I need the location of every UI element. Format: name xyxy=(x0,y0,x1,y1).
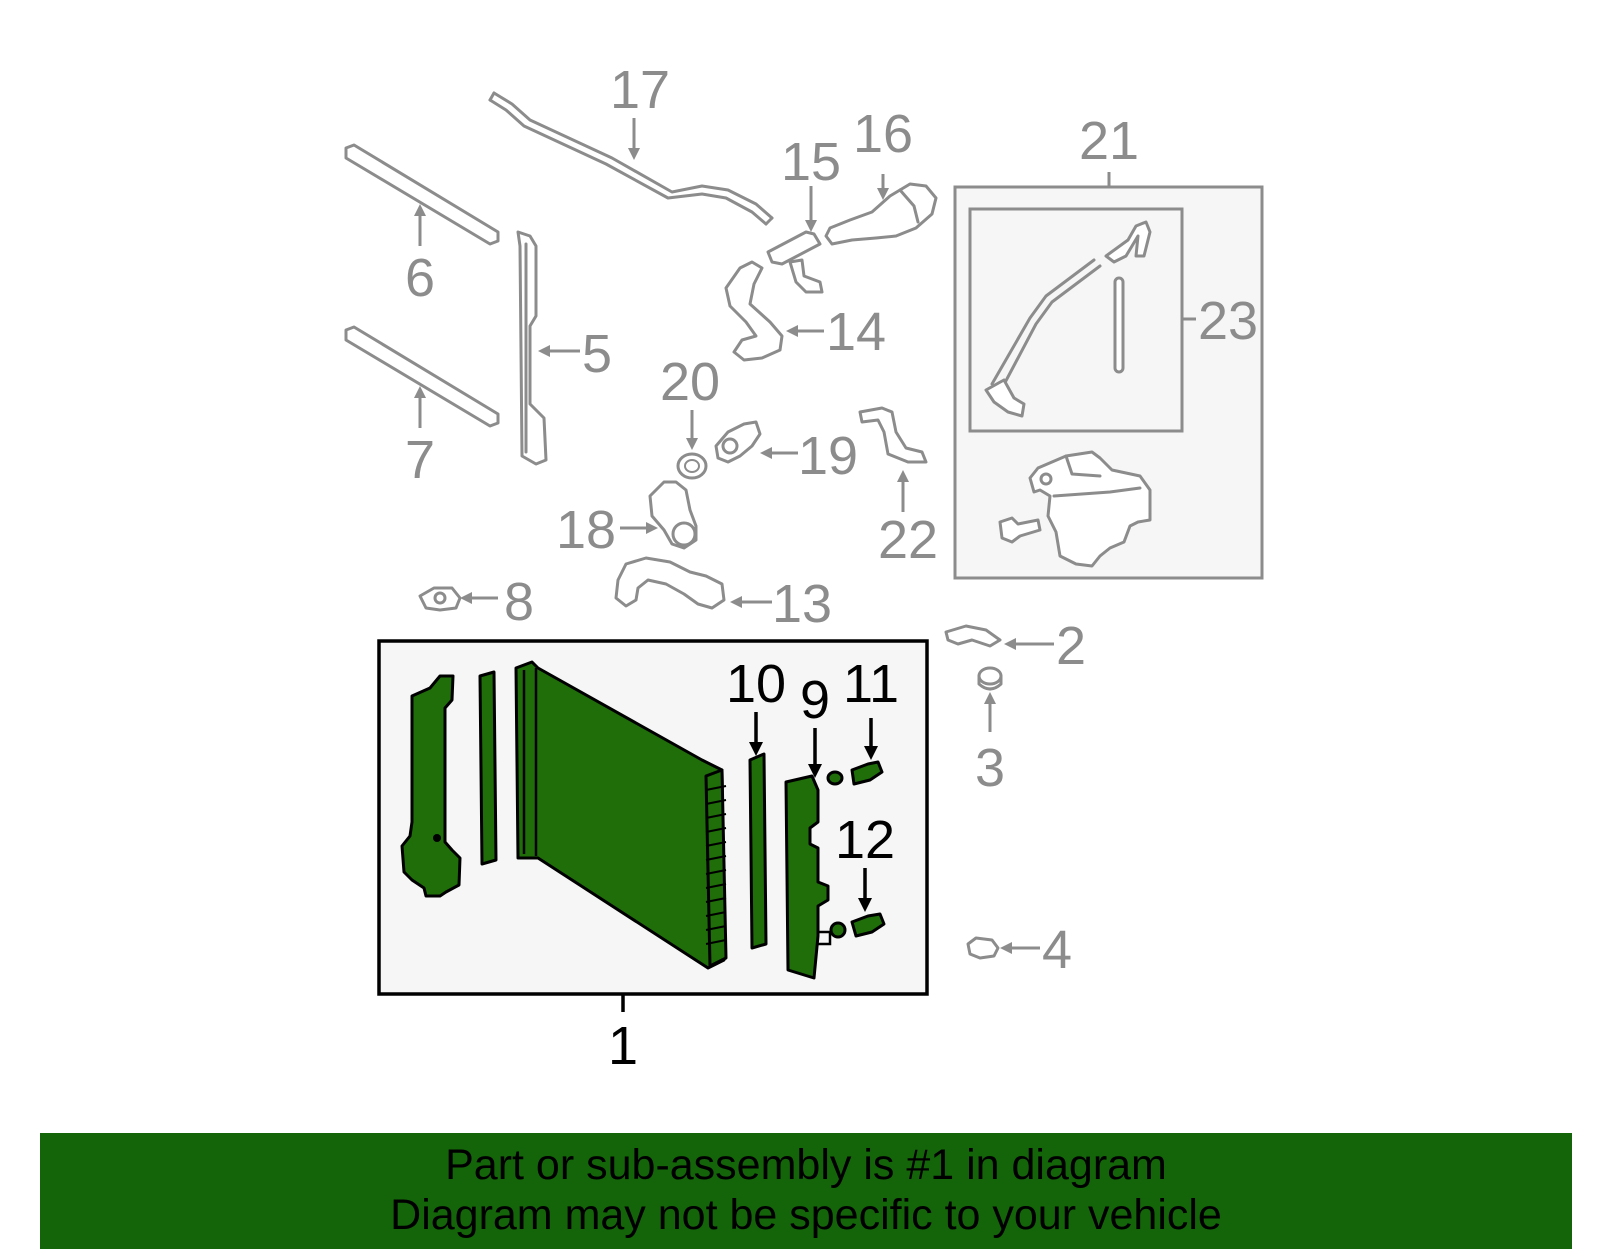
grey-callout-arrows xyxy=(414,118,1054,954)
radiator-core-edge xyxy=(522,668,538,856)
callout-1: 1 xyxy=(608,1016,638,1076)
part-14-hose xyxy=(724,260,784,362)
part-19-thermostat-core xyxy=(721,437,739,455)
callout-16: 16 xyxy=(853,104,913,164)
callout-9: 9 xyxy=(800,670,830,730)
callout-17: 17 xyxy=(610,60,670,120)
callout-18: 18 xyxy=(556,500,616,560)
part-17-hose-end xyxy=(488,91,774,226)
callout-19: 19 xyxy=(798,426,858,486)
part-20-gasket-hole xyxy=(684,459,700,473)
part-15-bracket xyxy=(788,258,824,294)
callout-10: 10 xyxy=(726,654,786,714)
part-10-seal xyxy=(748,752,768,950)
left-tank-drain xyxy=(433,834,441,842)
part-4-cap xyxy=(966,936,1000,960)
callout-12: 12 xyxy=(835,810,895,870)
callout-14: 14 xyxy=(826,302,886,362)
part-9-right-tank xyxy=(784,774,830,980)
overflow-clip xyxy=(1104,220,1152,264)
callout-11: 11 xyxy=(843,654,899,714)
part-7-seal xyxy=(344,325,500,428)
callout-23: 23 xyxy=(1198,291,1258,351)
callout-4: 4 xyxy=(1042,920,1072,980)
part-16-hose-bend xyxy=(898,188,920,224)
part-11-plug xyxy=(850,760,884,786)
callout-22: 22 xyxy=(878,510,938,570)
callout-7: 7 xyxy=(405,430,435,490)
reservoir-group: 21 23 xyxy=(953,111,1264,580)
reservoir-cap-hole xyxy=(1039,472,1053,486)
part-15-fitting xyxy=(766,230,822,266)
callout-13: 13 xyxy=(772,574,832,634)
banner-line-1: Part or sub-assembly is #1 in diagram xyxy=(445,1141,1167,1189)
radiator-left-tank xyxy=(400,674,462,898)
radiator-assembly-group: 1 9 10 11 12 xyxy=(377,639,929,1076)
callout-3: 3 xyxy=(975,738,1005,798)
o-ring-upper xyxy=(826,770,844,786)
reservoir-bolt xyxy=(998,516,1042,544)
overflow-hose xyxy=(990,258,1102,394)
part-8-cap-top xyxy=(433,591,447,605)
part-17-hose xyxy=(488,91,774,226)
radiator-left-seal xyxy=(478,670,498,866)
overflow-hose-end xyxy=(984,378,1026,418)
callout-6: 6 xyxy=(405,248,435,308)
reservoir-tank xyxy=(1028,450,1152,568)
radiator-fin-teeth xyxy=(705,785,727,945)
part-12-plug xyxy=(850,912,886,938)
info-banner: Part or sub-assembly is #1 in diagram Di… xyxy=(40,1133,1572,1249)
part-3-grommet xyxy=(977,666,1003,686)
reservoir-tank-detail xyxy=(1052,454,1142,498)
part-18-housing-outlet xyxy=(671,521,697,547)
callout-5: 5 xyxy=(582,324,612,384)
black-callout-arrows xyxy=(621,712,878,1012)
right-tank-port xyxy=(818,930,832,946)
part-2-bracket xyxy=(944,624,1002,648)
radiator-right-fins xyxy=(704,768,728,968)
part-3-grommet-side xyxy=(977,674,1003,691)
callout-2: 2 xyxy=(1056,616,1086,676)
overflow-tube xyxy=(1113,276,1125,374)
loose-parts-group: 2 3 4 5 6 7 8 13 14 15 16 17 18 19 20 22 xyxy=(344,60,1086,980)
banner-line-2: Diagram may not be specific to your vehi… xyxy=(390,1191,1222,1239)
o-ring-lower xyxy=(829,921,847,939)
callout-21: 21 xyxy=(1079,111,1139,171)
callout-20: 20 xyxy=(660,352,720,412)
callout-8: 8 xyxy=(504,572,534,632)
part-22-bracket xyxy=(858,406,928,464)
part-5-seal xyxy=(516,230,548,466)
part-13-hose xyxy=(614,556,726,610)
part-6-seal xyxy=(344,143,500,246)
callout-15: 15 xyxy=(781,132,841,192)
